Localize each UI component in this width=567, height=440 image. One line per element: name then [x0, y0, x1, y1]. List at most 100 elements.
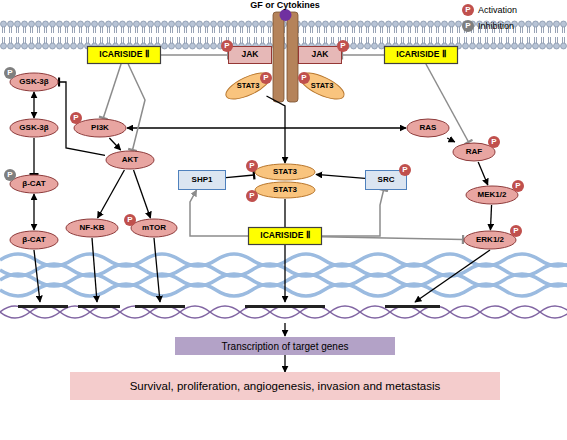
legend-sample: P — [462, 4, 474, 16]
protein-node: GSK-3β — [9, 118, 59, 138]
node-shape — [229, 47, 272, 64]
phospho-mark: P — [124, 214, 136, 226]
inhibition-connector — [226, 175, 254, 178]
phosphatase-box: SHP1 — [178, 170, 226, 190]
phospho-mark: P — [4, 67, 16, 79]
node-label: β-CAT — [22, 236, 45, 245]
inhibition-connector — [103, 64, 121, 118]
drug-box: ICARISIDE Ⅱ — [248, 227, 322, 245]
phospho-mark: P — [298, 72, 310, 84]
node-shape — [74, 119, 126, 137]
activation-connector — [33, 92, 34, 118]
ligand — [280, 9, 292, 21]
node-label: JAK — [241, 50, 258, 59]
gene-segment — [385, 305, 440, 308]
node-label: PI3K — [91, 124, 109, 133]
legend-sample: P — [462, 20, 474, 32]
node-label: STAT3 — [273, 186, 297, 195]
protein-node: NF-KB — [65, 218, 119, 238]
node-label: β-CAT — [22, 180, 45, 189]
protein-node: RAS — [406, 118, 450, 138]
activation-connector — [127, 127, 406, 128]
dna-strand — [0, 306, 567, 318]
node-label: Transcription of target genes — [222, 341, 349, 352]
activation-connector — [478, 162, 488, 185]
inhibition-connector — [322, 237, 463, 240]
ligand-label: GF or Cytokines — [250, 0, 320, 10]
gene-segment — [245, 305, 325, 308]
inhibition-connector — [128, 64, 145, 150]
node-shape — [296, 68, 347, 105]
phospho-mark: P — [221, 40, 233, 52]
node-shape — [131, 219, 177, 237]
activation-connector — [284, 355, 285, 372]
phospho-mark: P — [246, 190, 258, 202]
nuclear-arrow — [415, 250, 490, 302]
node-shape — [464, 231, 516, 249]
gene-segment — [78, 305, 120, 308]
node-shape — [176, 338, 395, 355]
node-shape — [255, 182, 315, 198]
node-label: NF-KB — [80, 224, 105, 233]
drug-box: ICARISIDE Ⅱ — [87, 46, 161, 64]
phospho-mark: P — [337, 40, 349, 52]
nuclear-arrow — [284, 245, 285, 302]
node-label: STAT3 — [273, 168, 297, 177]
node-label: AKT — [122, 156, 138, 165]
node-label: ERK1/2 — [476, 236, 504, 245]
activation-connector — [33, 194, 34, 230]
node-shape — [466, 186, 518, 204]
stat3-node: STAT3 — [254, 163, 316, 181]
activation-connector — [109, 138, 120, 150]
inhibition-connector — [322, 190, 384, 236]
activation-connector — [316, 174, 365, 178]
node-label: GSK-3β — [19, 124, 48, 133]
node-label: JAK — [311, 50, 328, 59]
node-shape — [10, 73, 58, 91]
receptor-chain — [273, 12, 284, 102]
node-shape — [10, 231, 58, 249]
phospho-mark: P — [510, 225, 522, 237]
node-shape — [385, 47, 458, 64]
dna-strand — [0, 306, 567, 318]
inhibition-connector — [33, 138, 34, 174]
transcription-arrow — [284, 323, 285, 336]
node-shape — [71, 373, 500, 400]
protein-node: AKT — [105, 150, 155, 170]
node-label: ICARISIDE Ⅱ — [396, 50, 445, 59]
node-label: Survival, proliferation, angiogenesis, i… — [130, 380, 441, 393]
node-label: STAT3 — [311, 82, 334, 90]
legend-text: Activation — [478, 5, 517, 15]
node-shape — [88, 47, 161, 64]
phospho-mark: P — [4, 169, 16, 181]
node-shape — [10, 119, 58, 137]
node-shape — [222, 68, 273, 105]
protein-node: β-CAT — [9, 230, 59, 250]
node-shape — [179, 171, 226, 190]
activation-connector — [134, 170, 151, 218]
protein-node: ERK1/2 — [463, 230, 517, 250]
node-shape — [407, 119, 449, 137]
node-label: GSK-3β — [19, 78, 48, 87]
phospho-mark: P — [488, 136, 500, 148]
phospho-mark: P — [246, 160, 258, 172]
kinase-box: JAK — [298, 46, 342, 64]
nuclear-arrow — [34, 250, 40, 302]
drug-box: ICARISIDE Ⅱ — [384, 46, 458, 64]
chromatin-strand — [0, 284, 567, 296]
phospho-mark: P — [399, 164, 411, 176]
node-shape — [249, 228, 322, 245]
activation-connector — [447, 138, 455, 142]
node-label: RAF — [466, 148, 482, 157]
node-label: SHP1 — [192, 176, 213, 185]
protein-node: GSK-3β — [9, 72, 59, 92]
inhibition-connector — [161, 54, 228, 56]
stat3-node: STAT3 — [254, 181, 316, 199]
node-label: MEK1/2 — [478, 191, 507, 200]
node-shape — [66, 219, 118, 237]
node-shape — [299, 47, 342, 64]
node-shape — [10, 175, 58, 193]
phospho-mark: P — [70, 112, 82, 124]
phospho-mark: P — [260, 72, 272, 84]
